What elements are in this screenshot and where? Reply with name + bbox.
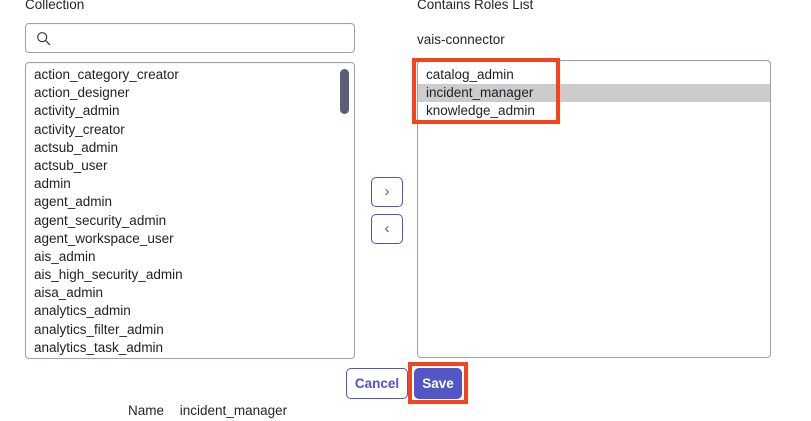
roles-option[interactable]: incident_manager	[418, 84, 770, 103]
collection-option[interactable]: aisa_admin	[34, 285, 104, 301]
collection-scrollbar-track[interactable]	[340, 65, 352, 356]
collection-option[interactable]: actsub_admin	[34, 139, 119, 155]
collection-label: Collection	[25, 0, 85, 12]
role-name-value: vais-connector	[417, 32, 505, 47]
search-icon	[37, 31, 51, 45]
collection-option[interactable]: analytics_filter_admin	[34, 321, 164, 337]
move-right-button[interactable]: ›	[371, 177, 403, 207]
roles-option[interactable]: catalog_admin	[426, 67, 514, 82]
collection-option[interactable]: agent_workspace_user	[34, 230, 174, 246]
collection-option[interactable]: analytics_task_admin	[34, 339, 164, 355]
collection-option[interactable]: action_category_creator	[34, 67, 179, 82]
collection-option[interactable]: activity_admin	[34, 103, 120, 119]
collection-option[interactable]: ais_high_security_admin	[34, 267, 183, 283]
collection-option[interactable]: analytics_viewer	[26, 357, 354, 358]
collection-option[interactable]: analytics_admin	[34, 303, 131, 319]
contains-roles-list-label: Contains Roles List	[417, 0, 534, 12]
save-button[interactable]: Save	[414, 368, 462, 399]
collection-option[interactable]: ais_admin	[34, 248, 96, 264]
collection-scrollbar-thumb[interactable]	[340, 69, 349, 114]
collection-option[interactable]: actsub_user	[34, 157, 108, 173]
cancel-button[interactable]: Cancel	[346, 368, 408, 399]
collection-option[interactable]: activity_creator	[34, 121, 125, 137]
move-left-button[interactable]: ‹	[371, 214, 403, 244]
search-field[interactable]	[25, 23, 355, 53]
footer-name-row: Name incident_manager	[128, 403, 287, 419]
roles-option[interactable]: knowledge_admin	[426, 103, 535, 119]
collection-option[interactable]: agent_admin	[34, 194, 113, 210]
collection-option[interactable]: agent_security_admin	[34, 212, 167, 228]
footer-name-value: incident_manager	[179, 403, 288, 418]
search-input[interactable]	[57, 29, 346, 47]
collection-option[interactable]: action_designer	[34, 85, 130, 101]
collection-option[interactable]: admin	[34, 176, 71, 192]
footer-name-key: Name	[128, 403, 165, 418]
